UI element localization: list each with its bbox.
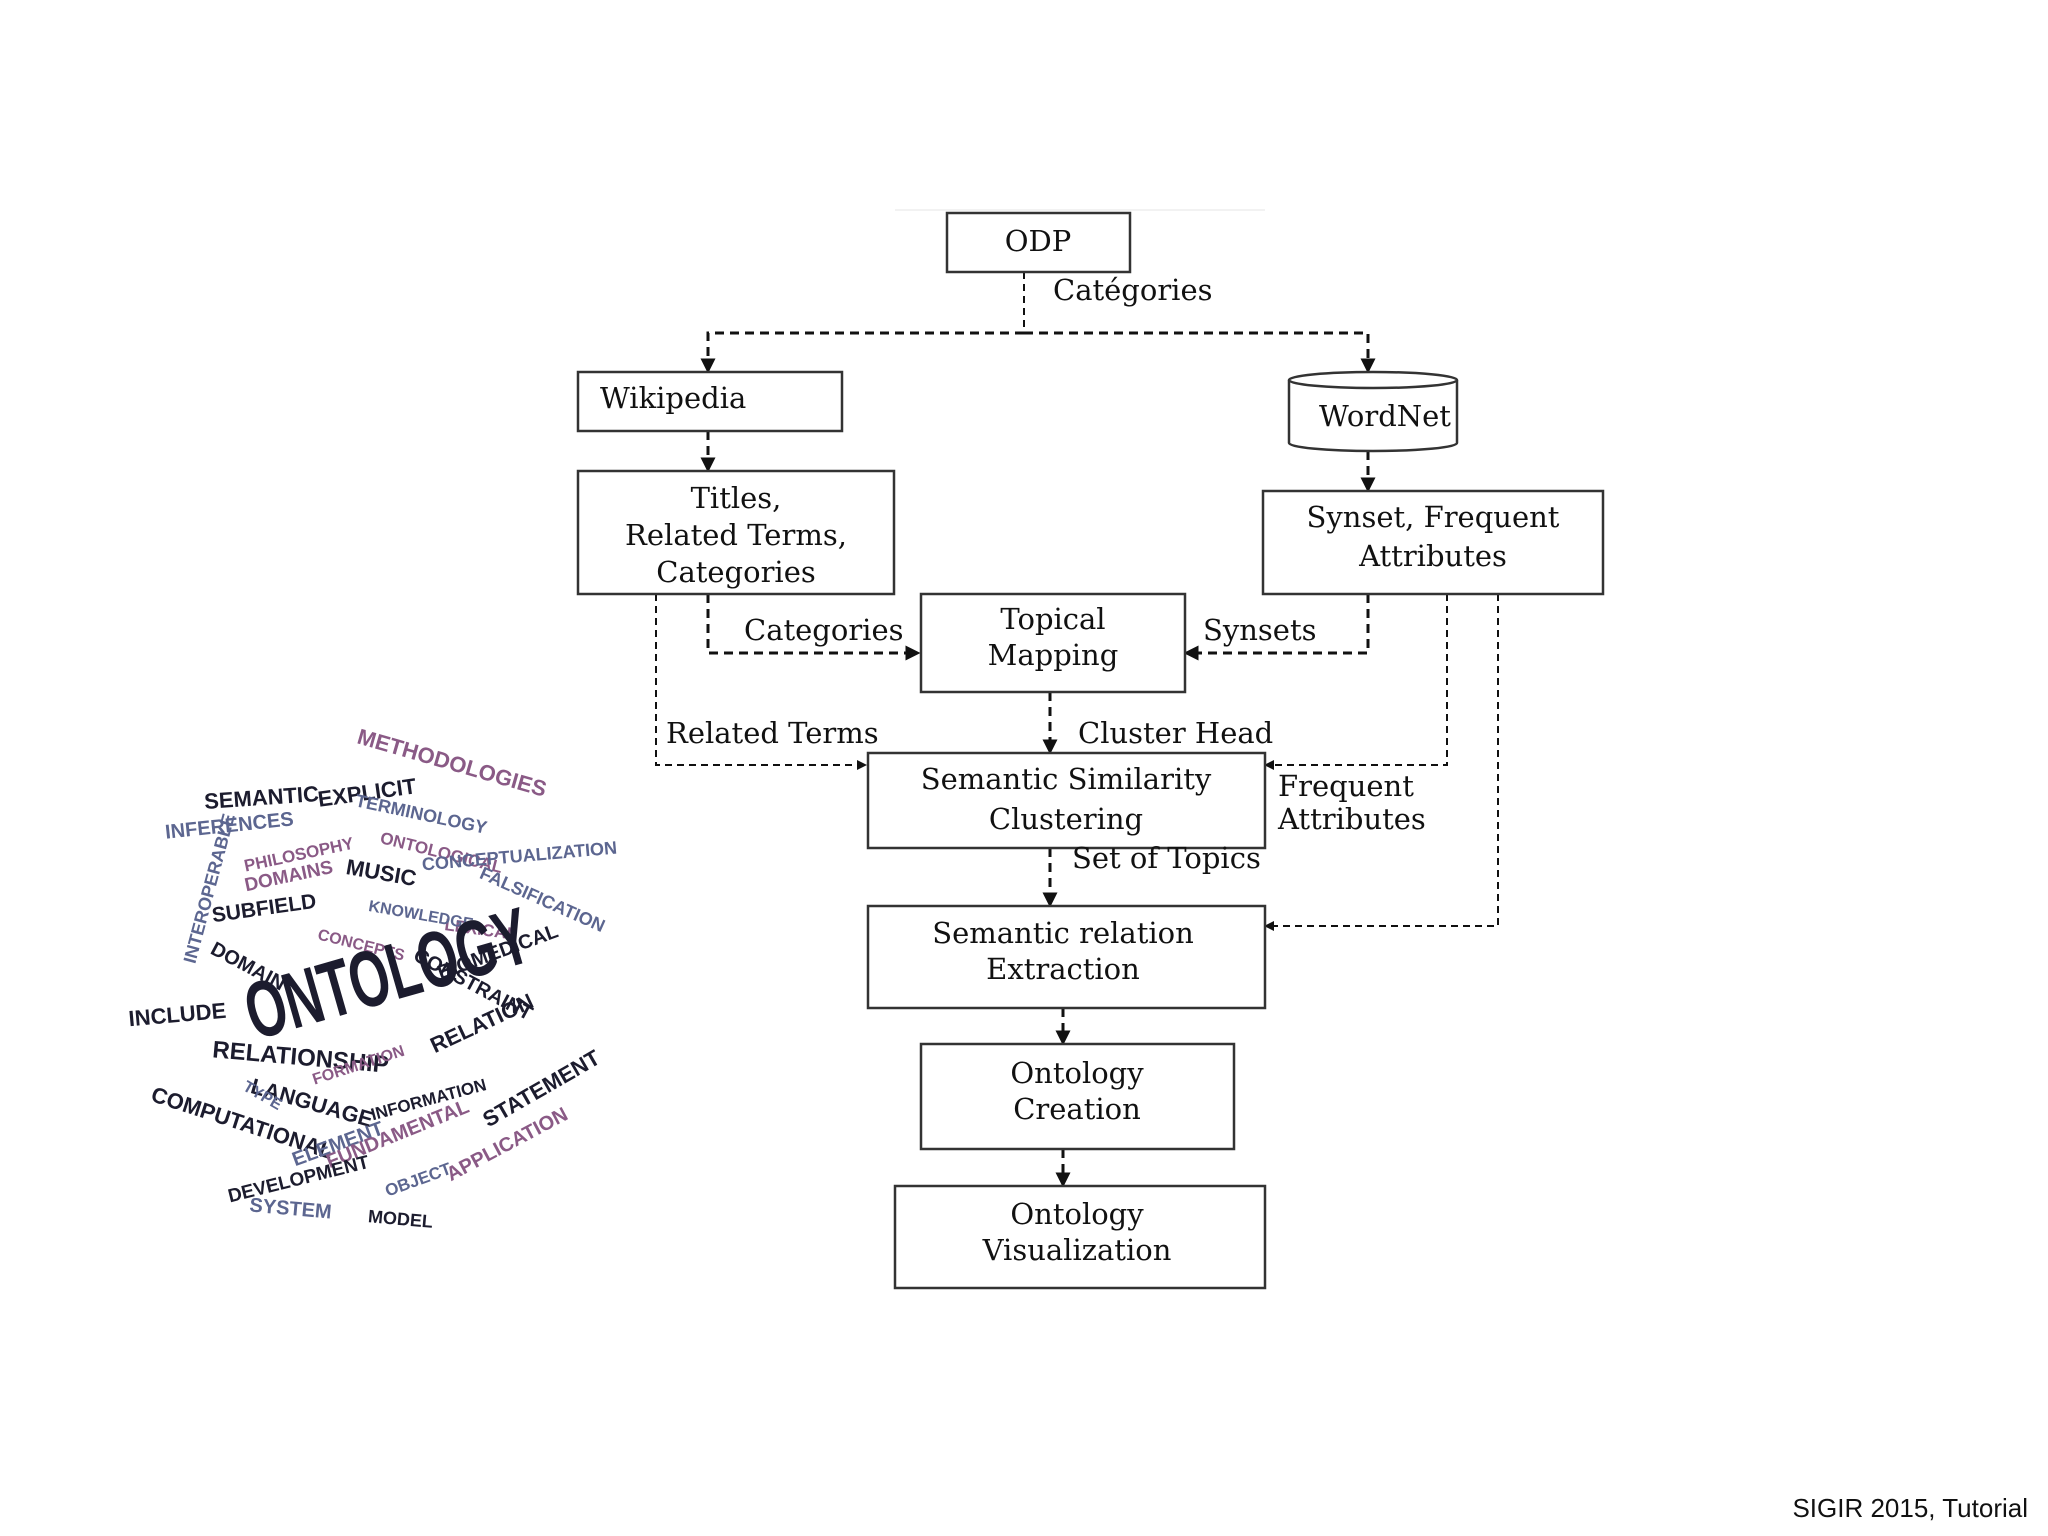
node-creation-line-1: Ontology xyxy=(1010,1056,1144,1090)
node-wordnet: WordNet xyxy=(1287,370,1459,453)
node-wikipedia: Wikipedia xyxy=(576,370,844,433)
edge-odp-wordnet xyxy=(1024,331,1376,374)
cloud-word: INCLUDE xyxy=(128,998,228,1031)
edge-titles-topical xyxy=(706,594,921,661)
node-creation-line-2: Creation xyxy=(1013,1092,1141,1126)
node-synset-line-2: Attributes xyxy=(1358,539,1507,573)
node-synset: Synset, Frequent Attributes xyxy=(1261,489,1605,596)
cloud-word: CONCEPTUALIZATION xyxy=(421,838,618,875)
node-visualization-line-1: Ontology xyxy=(1010,1197,1144,1231)
node-ontology-creation: Ontology Creation xyxy=(919,1042,1236,1151)
node-visualization-line-2: Visualization xyxy=(982,1233,1172,1267)
node-topical-mapping: Topical Mapping xyxy=(919,592,1187,694)
node-wordnet-label: WordNet xyxy=(1319,399,1451,433)
node-semantic-relation: Semantic relation Extraction xyxy=(866,904,1267,1010)
node-titles: Titles, Related Terms, Categories xyxy=(576,469,896,596)
label-categories-mid: Categories xyxy=(744,613,904,647)
cloud-word: OBJECT xyxy=(382,1159,454,1201)
edge-labels: Catégories Categories Synsets Related Te… xyxy=(666,273,1426,875)
node-semrel-line-1: Semantic relation xyxy=(932,916,1194,950)
label-set-of-topics: Set of Topics xyxy=(1072,841,1261,875)
edge-synset-semsim xyxy=(1264,594,1448,770)
node-titles-line-1: Titles, xyxy=(691,481,782,515)
node-topical-line-2: Mapping xyxy=(988,638,1119,672)
node-odp-label: ODP xyxy=(1005,224,1072,258)
ontology-word-cloud: METHODOLOGIESSEMANTICEXPLICITINFERENCESP… xyxy=(128,724,618,1232)
cloud-word: TERMINOLOGY xyxy=(354,790,489,837)
label-related-terms: Related Terms xyxy=(666,716,879,750)
node-semsim-line-1: Semantic Similarity xyxy=(921,762,1212,796)
node-synset-line-1: Synset, Frequent xyxy=(1307,500,1560,534)
node-semrel-line-2: Extraction xyxy=(986,952,1140,986)
label-frequent-line-1: Frequent xyxy=(1278,769,1414,803)
cloud-word: MODEL xyxy=(367,1206,433,1232)
label-categories-top: Catégories xyxy=(1053,273,1213,307)
edge-titles-semsim xyxy=(655,594,867,770)
label-frequent-line-2: Attributes xyxy=(1277,802,1426,836)
node-semantic-similarity: Semantic Similarity Clustering xyxy=(866,751,1267,850)
edge-synset-topical xyxy=(1183,594,1370,661)
node-titles-line-2: Related Terms, xyxy=(625,518,847,552)
node-topical-line-1: Topical xyxy=(1000,602,1105,636)
node-titles-line-3: Categories xyxy=(656,555,816,589)
label-synsets: Synsets xyxy=(1203,613,1317,647)
cloud-word: MUSIC xyxy=(344,854,418,891)
cloud-word: SEMANTIC xyxy=(203,781,319,814)
label-cluster-head: Cluster Head xyxy=(1078,716,1273,750)
node-wikipedia-label: Wikipedia xyxy=(600,381,746,415)
node-semsim-line-2: Clustering xyxy=(989,802,1143,836)
footer-caption: SIGIR 2015, Tutorial xyxy=(1792,1493,2028,1523)
cloud-word: SYSTEM xyxy=(249,1194,333,1223)
node-odp: ODP xyxy=(945,211,1132,274)
edge-synset-semrel xyxy=(1264,594,1499,931)
edges xyxy=(655,272,1499,1188)
cloud-word: SUBFIELD xyxy=(211,890,318,927)
edge-odp-wikipedia xyxy=(700,331,1024,374)
node-ontology-visualization: Ontology Visualization xyxy=(893,1184,1267,1290)
